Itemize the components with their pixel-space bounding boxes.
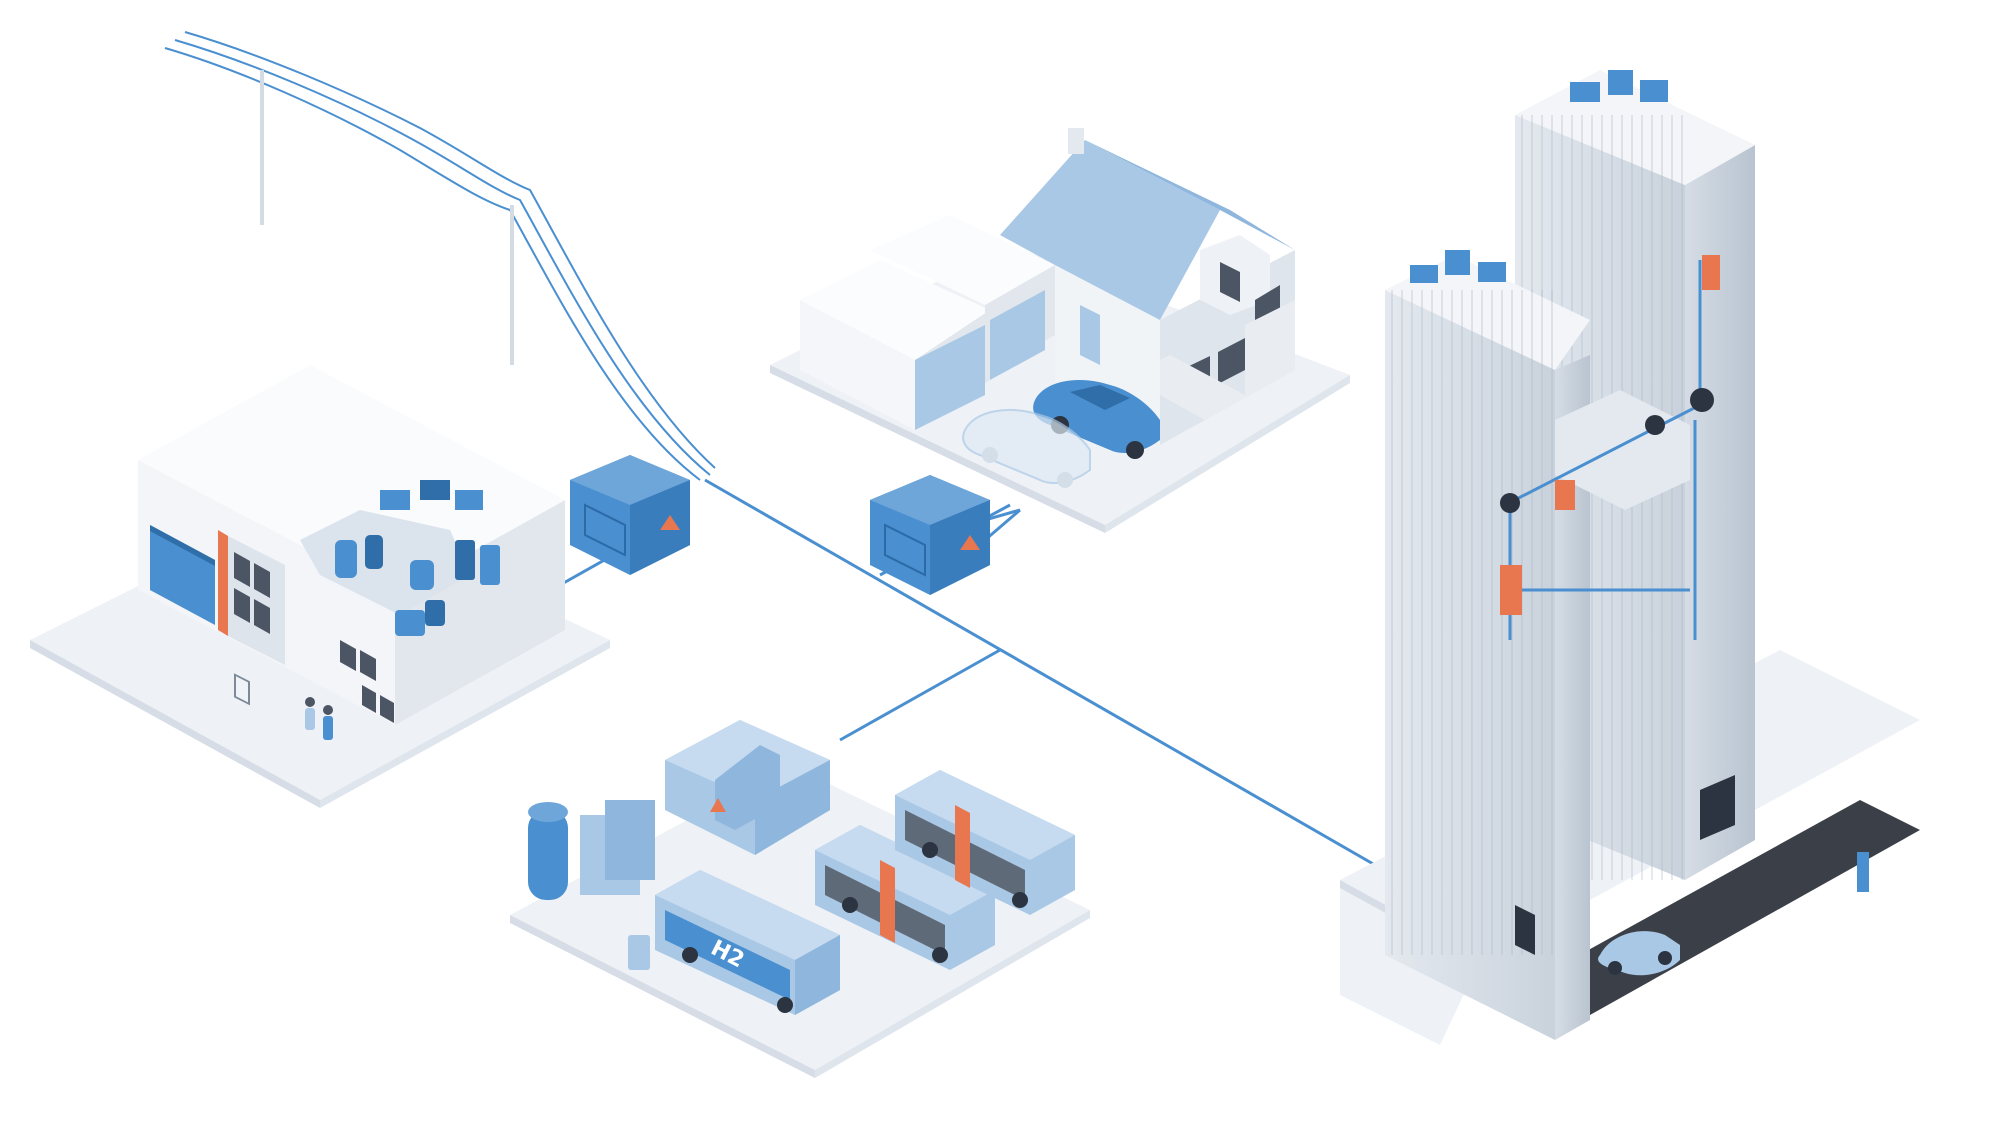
power-module [665, 720, 830, 855]
garage-door [990, 290, 1045, 380]
factory-building [30, 365, 610, 808]
power-pole [260, 70, 514, 365]
junction-node [1500, 388, 1714, 513]
office-towers [1340, 70, 1920, 1045]
bus-depot: H2 [510, 720, 1090, 1078]
warning-icon [960, 535, 980, 550]
transformer-station [870, 475, 990, 595]
factory-machinery [335, 480, 500, 636]
battery-unit [1500, 255, 1720, 615]
factory-window [234, 552, 394, 723]
transformer-station [570, 455, 690, 575]
warning-icon [710, 798, 726, 812]
house [770, 128, 1350, 533]
hydrogen-bus: H2 [655, 870, 840, 1015]
garage-door [915, 325, 985, 430]
car-outline [962, 409, 1091, 488]
hydrogen-tank [528, 800, 655, 900]
warning-icon [660, 515, 680, 530]
bus [895, 770, 1075, 915]
bus [815, 825, 995, 970]
charging-station [1857, 852, 1869, 892]
power-line [164, 31, 716, 481]
fuel-dispenser [628, 935, 650, 970]
roller-door [150, 525, 215, 625]
car [1598, 931, 1680, 976]
rooftop-unit [1410, 70, 1668, 283]
people [305, 697, 333, 740]
